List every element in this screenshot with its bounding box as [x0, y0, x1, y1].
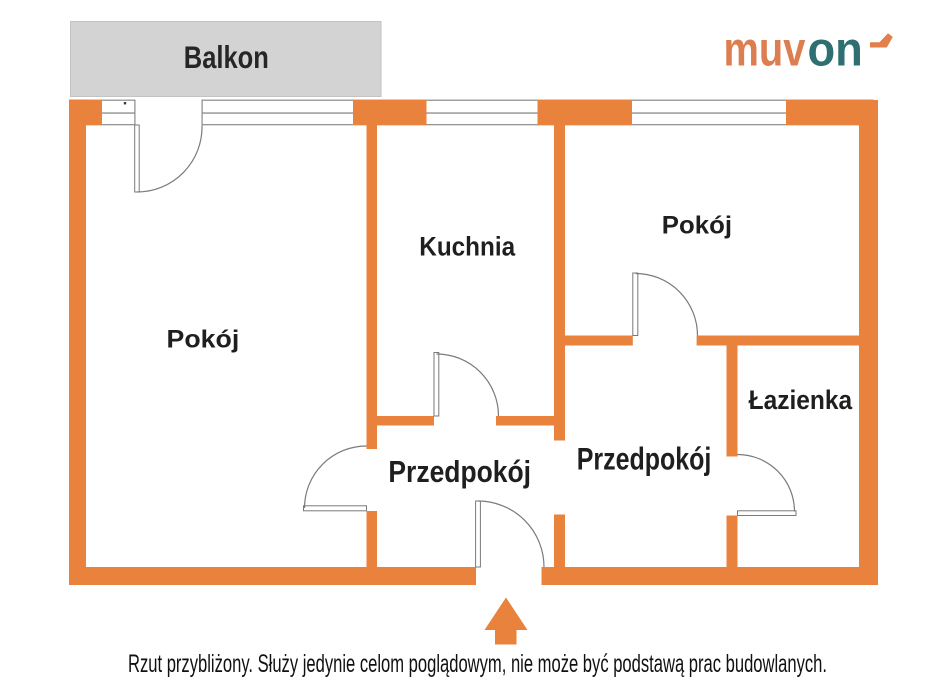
svg-text:Kuchnia: Kuchnia — [419, 232, 516, 261]
svg-text:Łazienka: Łazienka — [749, 386, 853, 415]
svg-text:muv: muv — [724, 23, 806, 76]
svg-text:Balkon: Balkon — [184, 41, 269, 76]
svg-text:Pokój: Pokój — [167, 326, 240, 353]
svg-text:Przedpokój: Przedpokój — [577, 442, 712, 477]
svg-text:Przedpokój: Przedpokój — [388, 455, 531, 489]
svg-text:on: on — [808, 23, 863, 76]
svg-text:Rzut przybliżony. Służy jedyni: Rzut przybliżony. Służy jedynie celom po… — [128, 650, 827, 678]
svg-text:Pokój: Pokój — [662, 212, 732, 239]
